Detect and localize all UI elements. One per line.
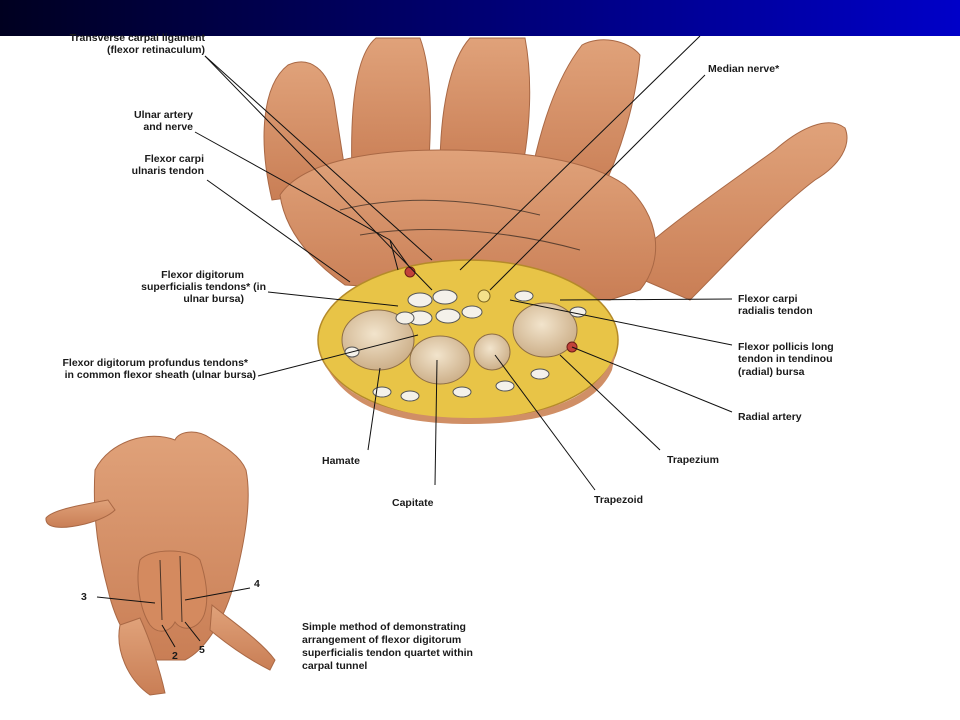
label-fpl-line3: (radial) bursa (738, 366, 805, 378)
flexor-tendons (395, 289, 483, 326)
palm (279, 149, 657, 301)
label-fds-line1: Flexor digitorum (161, 269, 244, 281)
demo-label-3: 3 (81, 591, 87, 603)
label-fdp-line2: in common flexor sheath (ulnar bursa) (65, 369, 256, 381)
label-fcu-line1: Flexor carpi (144, 153, 204, 165)
label-fpl-line2: tendon in tendinou (738, 353, 832, 365)
demo-hand-left-fingertip (118, 617, 166, 696)
label-median-nerve: Median nerve* (708, 63, 780, 75)
label-fds-line2: superficialis tendons* (in (141, 281, 266, 293)
demo-label-4: 4 (254, 578, 260, 590)
trapezium-bone (512, 302, 578, 358)
index-finger (529, 39, 641, 196)
hamate-bone (341, 309, 415, 371)
label-fdp-line1: Flexor digitorum profundus tendons* (63, 357, 249, 369)
trapezoid-bone (473, 333, 511, 371)
caption-line1: Simple method of demonstrating (302, 621, 466, 633)
label-fcu-line2: ulnaris tendon (132, 165, 204, 177)
label-radial-artery: Radial artery (738, 411, 802, 423)
demo-caption: Simple method of demonstrating arrangeme… (302, 621, 473, 672)
demo-label-2: 2 (172, 650, 178, 662)
label-fcr-line1: Flexor carpi (738, 293, 798, 305)
median-nerve-section (477, 289, 491, 303)
ring-finger (351, 37, 431, 176)
label-ulnar-line2: and nerve (143, 121, 193, 133)
label-transverse-carpal-line1: Transverse carpal ligament (70, 32, 206, 44)
label-ulnar-line1: Ulnar artery (134, 109, 193, 121)
demonstration-hand: 3 4 2 5 (45, 431, 276, 696)
demo-label-5: 5 (199, 644, 205, 656)
demo-hand-right-fingertip (209, 603, 276, 671)
middle-finger (439, 37, 531, 171)
caption-line4: carpal tunnel (302, 660, 367, 672)
extensor-tendons (344, 290, 587, 402)
label-trapezoid: Trapezoid (594, 494, 643, 506)
palm-illustration (263, 37, 848, 424)
label-fds-line3: ulnar bursa) (183, 293, 244, 305)
demo-hand-fingers (137, 550, 208, 632)
ulnar-vessel-section (404, 266, 416, 278)
title-bar (0, 0, 960, 36)
demo-hand-palm (93, 431, 249, 661)
label-fcr-line2: radialis tendon (738, 305, 813, 317)
demo-hand-thumb (45, 499, 116, 528)
label-capitate: Capitate (392, 497, 434, 509)
caption-line3: superficialis tendon quartet within (302, 647, 473, 659)
capitate-bone (409, 335, 471, 385)
label-trapezium: Trapezium (667, 454, 719, 466)
thumb (619, 122, 848, 301)
leader-lines (194, 35, 733, 491)
caption-line2: arrangement of flexor digitorum (302, 634, 461, 646)
label-transverse-carpal-line2: (flexor retinaculum) (107, 44, 205, 56)
label-hamate: Hamate (322, 455, 360, 467)
labels: Transverse carpal ligament (flexor retin… (63, 32, 834, 509)
label-fpl-line1: Flexor pollicis long (738, 341, 834, 353)
